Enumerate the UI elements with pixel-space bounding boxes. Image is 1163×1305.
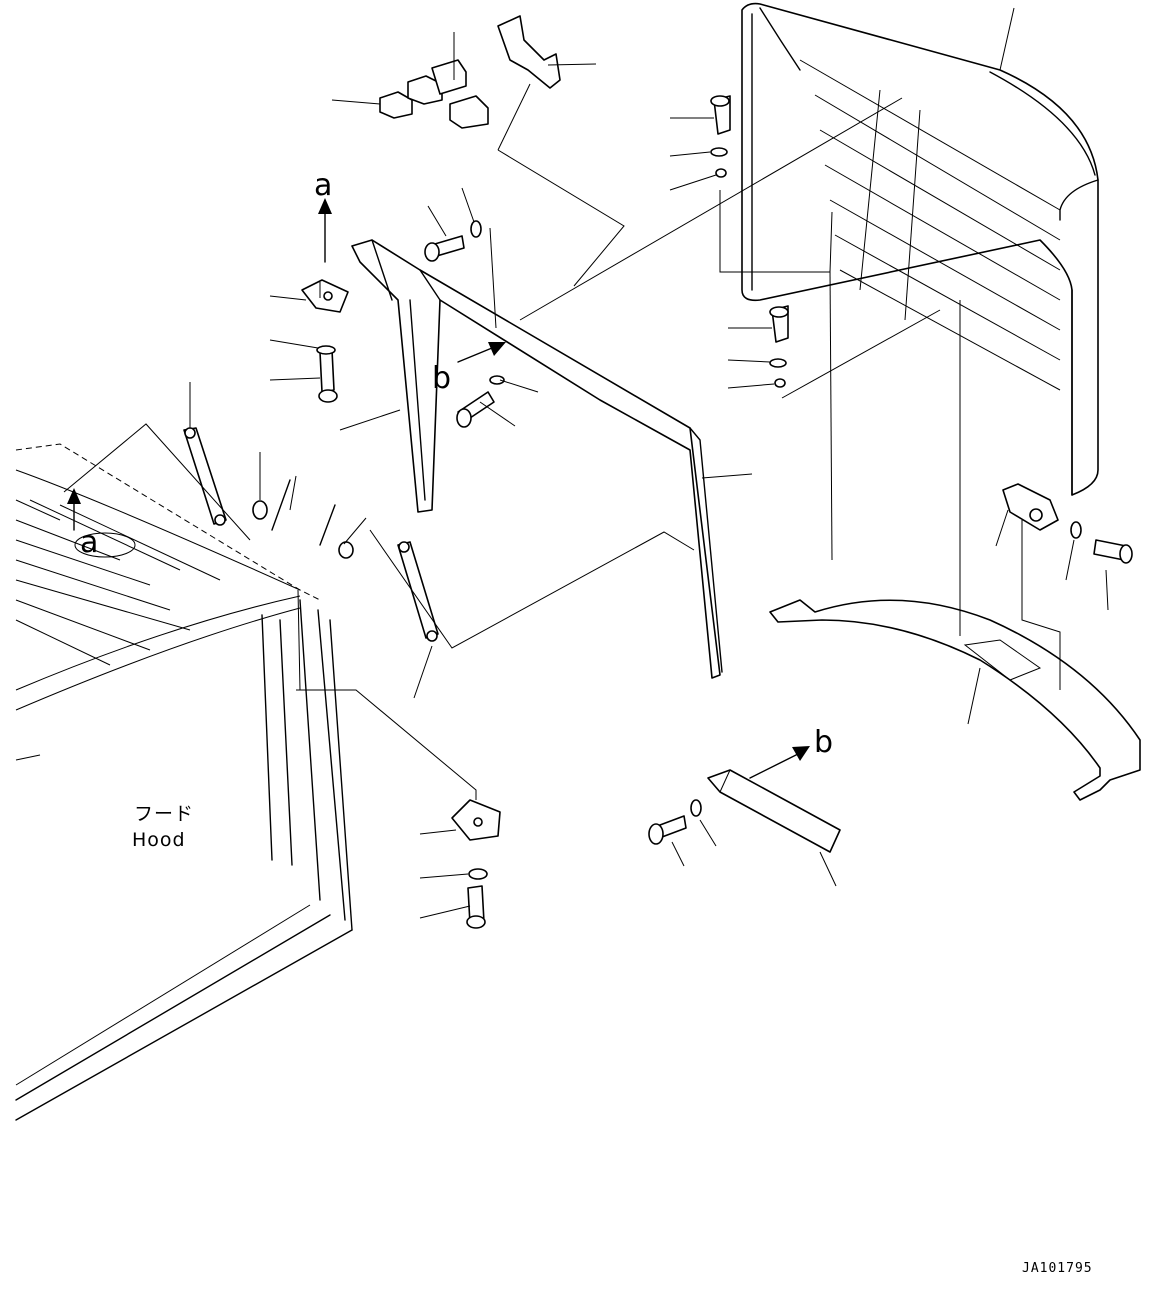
assembly-lines [63, 83, 1061, 800]
grille-cover [741, 2, 1099, 496]
hood-label-jp: フード [134, 803, 194, 825]
arrow-a-hood [67, 488, 81, 531]
view-a-label-top: a [314, 168, 332, 203]
view-b-label-bracket: b [814, 725, 833, 760]
frame-rail [351, 239, 723, 679]
latch-right [1002, 483, 1059, 531]
arrow-a-up [318, 198, 332, 263]
bolts [252, 95, 1133, 929]
view-b-label-frame: b [432, 361, 451, 396]
bracket-b [707, 769, 841, 853]
leader-lines [189, 7, 1109, 919]
hood-label-en: Hood [132, 829, 186, 851]
gas-spring-left [183, 427, 227, 526]
hood-body [15, 443, 353, 1121]
view-a-label-hood: a [80, 525, 98, 560]
hinge-top [301, 279, 349, 313]
gas-spring-right [397, 541, 439, 642]
arrow-b-frame [457, 342, 506, 363]
arrow-b-bracket [749, 746, 810, 779]
hinge-bottom [451, 799, 501, 841]
arc-frame [769, 599, 1141, 801]
block-parts [379, 15, 561, 129]
drawing-code: JA101795 [1022, 1261, 1093, 1276]
